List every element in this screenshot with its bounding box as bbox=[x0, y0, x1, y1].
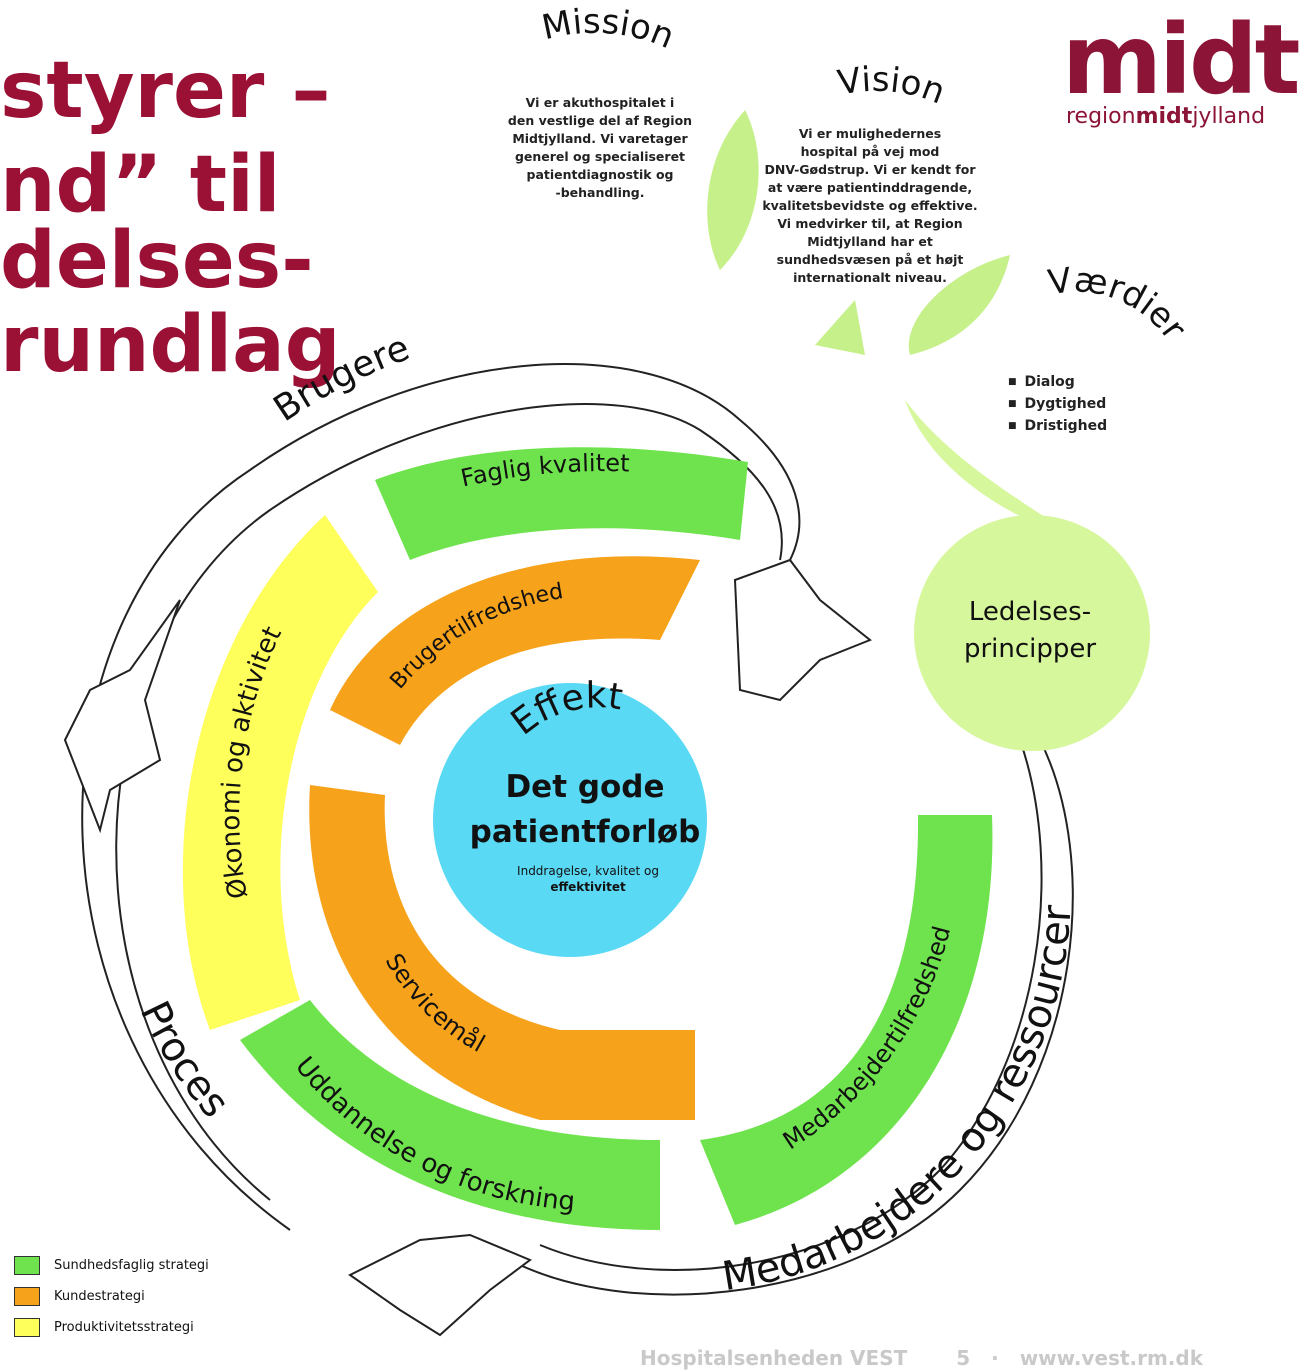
title-line-3: delses- bbox=[0, 216, 314, 306]
mission-line: Midtjylland. Vi varetager bbox=[512, 131, 688, 146]
outline-arrow-bottom bbox=[348, 1233, 532, 1337]
legend-item: Sundhedsfaglig strategi bbox=[14, 1250, 209, 1281]
legend-label: Sundhedsfaglig strategi bbox=[54, 1258, 209, 1273]
leaf-right bbox=[908, 255, 1010, 355]
vision-line: DNV-Gødstrup. Vi er kendt for bbox=[764, 162, 976, 177]
mission-line: -behandling. bbox=[555, 185, 645, 200]
vision-line: kvalitetsbevidste og effektive. bbox=[762, 198, 978, 213]
title-line-2: nd” til bbox=[0, 140, 281, 230]
value-item: Dialog bbox=[1008, 372, 1107, 394]
footer-url[interactable]: www.vest.rm.dk bbox=[1019, 1346, 1204, 1370]
mission-line: den vestlige del af Region bbox=[507, 113, 693, 128]
center-title-line-2: patientforløb bbox=[470, 814, 701, 850]
label-mission: Mission bbox=[538, 2, 679, 57]
leaf-small bbox=[815, 300, 865, 355]
logo-sub-prefix: region bbox=[1066, 104, 1136, 129]
segment-uddannelse bbox=[240, 1000, 660, 1230]
vision-line: Vi medvirker til, at Region bbox=[777, 216, 963, 231]
title-line-4: rundlag bbox=[0, 300, 341, 390]
vision-line: sundhedsvæsen på et højt bbox=[776, 252, 964, 267]
legend-swatch-green bbox=[14, 1256, 40, 1275]
mission-line: generel og specialiseret bbox=[514, 149, 686, 164]
segment-faglig-kvalitet bbox=[375, 447, 748, 560]
label-vision: Vision bbox=[835, 60, 950, 113]
logo-sub-bold: midt bbox=[1135, 104, 1193, 129]
vision-line: Midtjylland har et bbox=[807, 234, 933, 249]
legend-label: Produktivitetsstrategi bbox=[54, 1320, 194, 1335]
outline-arrow-left bbox=[63, 599, 181, 834]
mission-line: Vi er akuthospitalet i bbox=[525, 95, 675, 110]
label-vision-path: Vision bbox=[835, 60, 950, 113]
label-brugere: Brugere bbox=[267, 328, 415, 430]
label-mission-path: Mission bbox=[538, 2, 679, 57]
logo-word: midt bbox=[1062, 4, 1301, 116]
legend-swatch-yellow bbox=[14, 1318, 40, 1337]
principles-line-2: principper bbox=[964, 634, 1096, 664]
label-brugere-path: Brugere bbox=[267, 328, 415, 430]
center-circle bbox=[433, 683, 707, 957]
vision-line: hospital på vej mod bbox=[800, 144, 940, 159]
segment-servicemaal bbox=[309, 785, 695, 1120]
value-item: Dristighed bbox=[1008, 416, 1108, 438]
title-line-1: styrer – bbox=[0, 46, 331, 136]
center-title-line-1: Det gode bbox=[505, 769, 664, 805]
value-item: Dygtighed bbox=[1008, 394, 1107, 416]
vision-line: Vi er mulighedernes bbox=[798, 126, 942, 141]
mission-line: patientdiagnostik og bbox=[526, 167, 674, 182]
label-vaerdier-path: Værdier bbox=[1045, 260, 1193, 347]
logo-sub-suffix: jylland bbox=[1192, 104, 1266, 129]
center-sub-line-1: Inddragelse, kvalitet og bbox=[517, 864, 659, 878]
legend-item: Produktivitetsstrategi bbox=[14, 1312, 209, 1343]
principles-line-1: Ledelses- bbox=[969, 597, 1091, 627]
values-list: Dialog Dygtighed Dristighed bbox=[1008, 372, 1108, 438]
mission-text: Vi er akuthospitalet i den vestlige del … bbox=[500, 94, 700, 202]
segment-brugertilfredshed bbox=[330, 556, 700, 745]
vision-line: internationalt niveau. bbox=[793, 270, 947, 285]
footer-separator: · bbox=[991, 1346, 999, 1370]
legend-swatch-orange bbox=[14, 1287, 40, 1306]
legend-item: Kundestrategi bbox=[14, 1281, 209, 1312]
legend-label: Kundestrategi bbox=[54, 1289, 145, 1304]
segment-okonomi bbox=[182, 515, 378, 1030]
center-sub-line-2: effektivitet bbox=[550, 880, 626, 894]
legend: Sundhedsfaglig strategi Kundestrategi Pr… bbox=[14, 1250, 209, 1343]
footer: Hospitalsenheden VEST 5 · www.vest.rm.dk bbox=[640, 1346, 1245, 1370]
vision-text: Vi er mulighedernes hospital på vej mod … bbox=[750, 125, 990, 287]
logo-subtitle: regionmidtjylland bbox=[1066, 104, 1265, 129]
leaf-left bbox=[707, 110, 759, 270]
segment-medarbejdertilfredshed bbox=[700, 815, 993, 1225]
ledelsesprincipper-circle bbox=[914, 515, 1150, 751]
footer-org: Hospitalsenheden VEST bbox=[640, 1346, 908, 1370]
footer-page: 5 bbox=[956, 1346, 971, 1370]
vision-line: at være patientinddragende, bbox=[767, 180, 973, 195]
label-vaerdier: Værdier bbox=[1045, 260, 1193, 347]
outline-arrow-top-right bbox=[733, 558, 872, 702]
